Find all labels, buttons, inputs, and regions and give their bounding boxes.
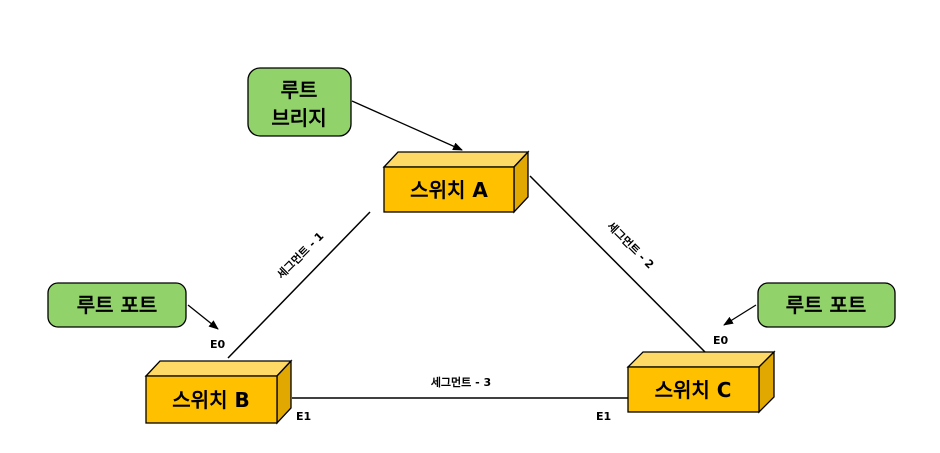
root-port-right-arrow xyxy=(723,304,757,326)
segment-1-label: 세그먼트 - 1 xyxy=(274,229,327,282)
root-port-note-left-label: 루트 포트 xyxy=(77,293,158,317)
switch-b-port-e1: E1 xyxy=(296,410,311,423)
switch-a: 스위치 A xyxy=(382,150,530,214)
root-bridge-note: 루트 브리지 xyxy=(247,67,352,137)
switch-c-port-e0: E0 xyxy=(713,334,729,347)
segment-1-line xyxy=(227,211,371,359)
switch-b: 스위치 B xyxy=(144,359,293,425)
switch-a-label: 스위치 A xyxy=(410,178,488,202)
root-port-note-right: 루트 포트 xyxy=(757,282,896,328)
root-bridge-note-line2: 브리지 xyxy=(271,106,326,130)
root-port-note-right-label: 루트 포트 xyxy=(786,293,867,317)
segment-2-label: 세그먼트 - 2 xyxy=(605,219,658,272)
root-port-left-arrow xyxy=(187,304,219,330)
switch-b-label: 스위치 B xyxy=(172,388,249,412)
root-port-note-left: 루트 포트 xyxy=(47,282,187,328)
root-bridge-note-line1: 루트 xyxy=(281,78,318,102)
switch-b-port-e0: E0 xyxy=(210,338,226,351)
segment-3-label: 세그먼트 - 3 xyxy=(431,375,491,389)
switch-c-label: 스위치 C xyxy=(655,378,732,402)
switch-c-port-e1: E1 xyxy=(596,410,611,423)
segment-2-line xyxy=(529,175,706,353)
root-bridge-arrow xyxy=(351,100,463,151)
switch-c: 스위치 C xyxy=(626,350,776,414)
